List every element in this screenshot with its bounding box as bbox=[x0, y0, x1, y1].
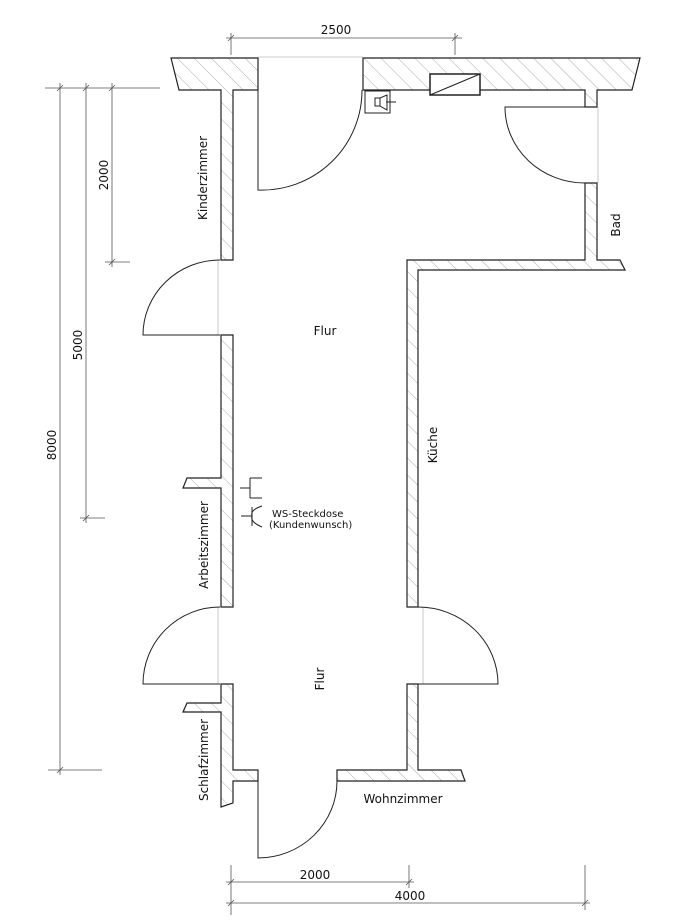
intercom-symbol bbox=[364, 90, 396, 114]
room-bad: Bad bbox=[609, 213, 623, 236]
door-arbeitszimmer bbox=[142, 606, 221, 685]
dim-bottom-4000: 4000 bbox=[395, 889, 426, 903]
socket-note: (Kundenwunsch) bbox=[269, 520, 352, 531]
socket-icon bbox=[240, 477, 262, 499]
room-flur-upper: Flur bbox=[314, 324, 337, 338]
kueche-lower-wall bbox=[336, 683, 466, 782]
socket-label: WS-Steckdose bbox=[272, 509, 343, 520]
dim-left-8000: 8000 bbox=[45, 430, 59, 461]
wet-room-socket-icon bbox=[241, 505, 263, 528]
door-kueche bbox=[417, 606, 499, 685]
top-wall-right bbox=[362, 57, 641, 108]
room-kueche: Küche bbox=[426, 427, 440, 463]
dimension-lines bbox=[45, 33, 590, 915]
door-kinderzimmer-entry bbox=[257, 89, 363, 191]
room-arbeitszimmer: Arbeitszimmer bbox=[197, 501, 211, 589]
room-flur-lower: Flur bbox=[313, 668, 327, 691]
room-kinderzimmer: Kinderzimmer bbox=[196, 136, 210, 220]
door-wohnzimmer bbox=[257, 780, 338, 859]
room-wohnzimmer: Wohnzimmer bbox=[363, 792, 442, 806]
dim-bottom-2000: 2000 bbox=[300, 868, 331, 882]
bad-wall bbox=[406, 182, 626, 608]
door-kinderzimmer bbox=[142, 259, 221, 336]
doors bbox=[142, 89, 586, 859]
door-bad bbox=[504, 106, 586, 184]
room-schlafzimmer: Schlafzimmer bbox=[197, 719, 211, 801]
dim-left-2000: 2000 bbox=[97, 160, 111, 191]
schlafzimmer-wall bbox=[182, 683, 259, 808]
dim-left-5000: 5000 bbox=[71, 330, 85, 361]
openings bbox=[217, 56, 599, 684]
distribution-box-icon bbox=[429, 73, 481, 96]
walls bbox=[170, 57, 641, 808]
dim-top-2500: 2500 bbox=[321, 23, 352, 37]
top-wall-left bbox=[170, 57, 259, 261]
arbeitszimmer-wall bbox=[182, 334, 234, 608]
